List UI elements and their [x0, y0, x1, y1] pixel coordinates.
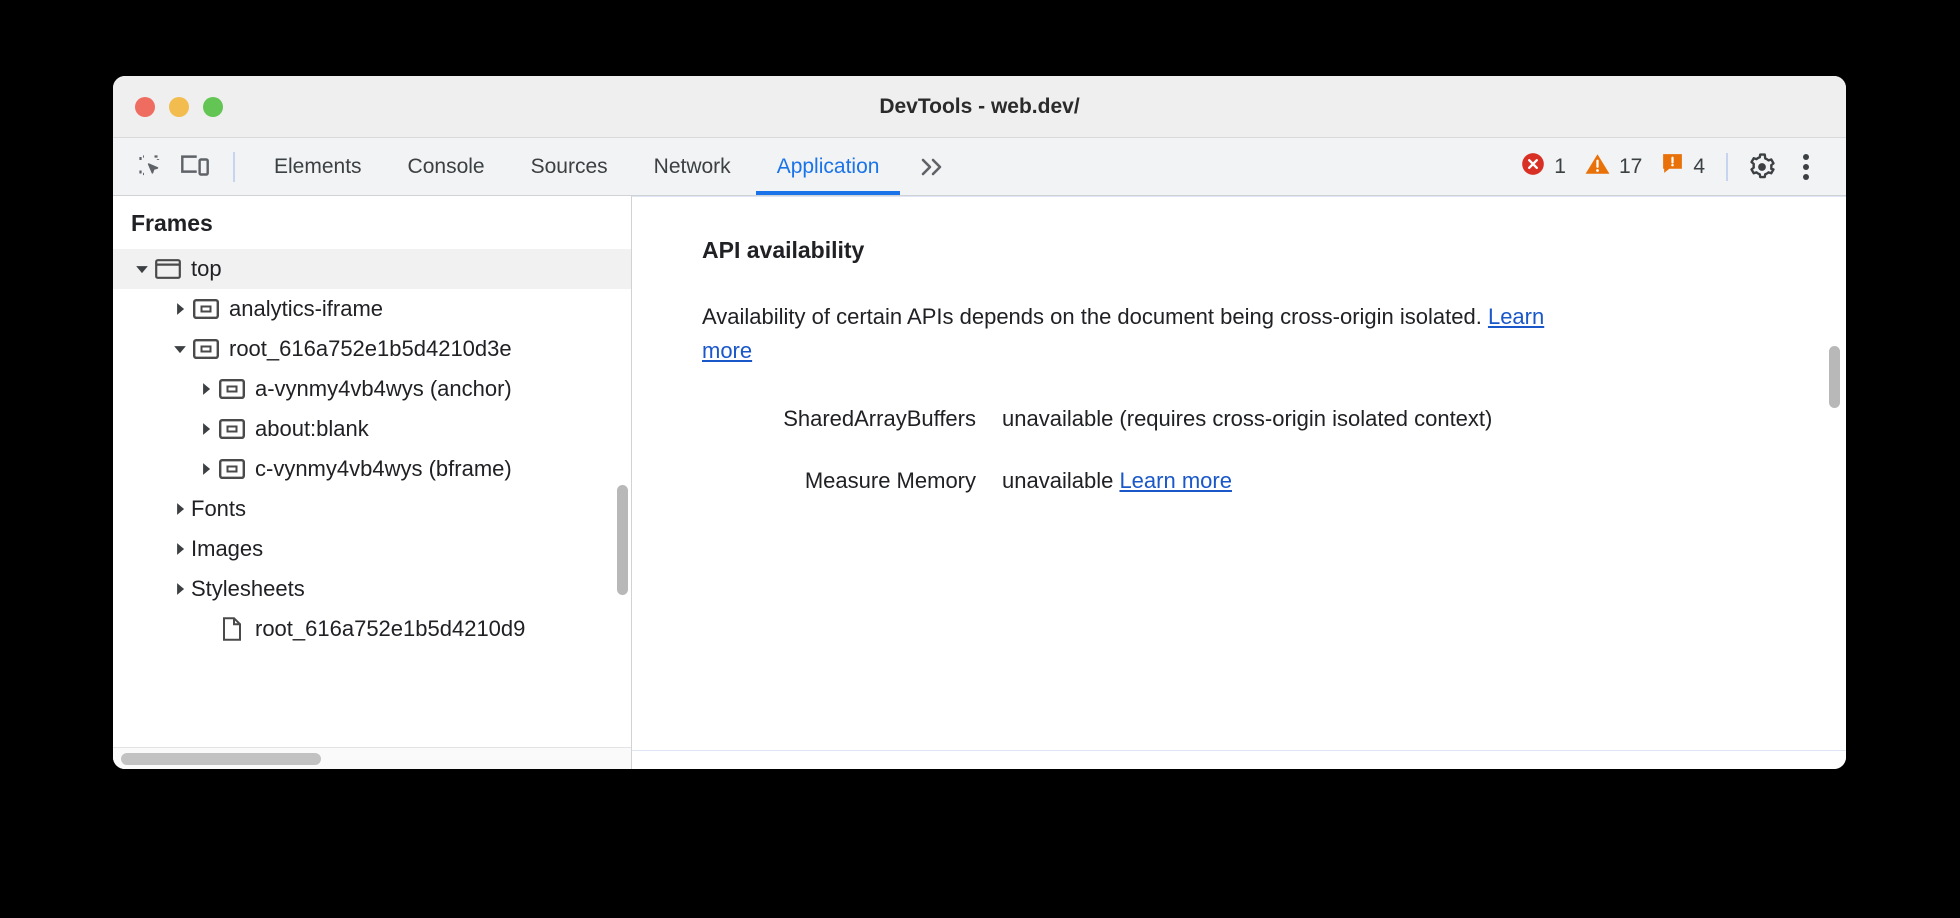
- tree-item-label: root_616a752e1b5d4210d9: [255, 616, 526, 641]
- tab-sources[interactable]: Sources: [530, 154, 608, 178]
- list-item: Measure Memory unavailable Learn more: [702, 464, 1846, 498]
- description-text: Availability of certain APIs depends on …: [702, 304, 1488, 329]
- tree-item-stylesheets[interactable]: Stylesheets: [113, 569, 631, 609]
- measure-memory-learn-more-link[interactable]: Learn more: [1119, 468, 1232, 494]
- api-availability-section: API availability Availability of certain…: [632, 197, 1846, 769]
- toolbar-right-group: 1 17: [1511, 145, 1846, 189]
- term-measure-memory: Measure Memory: [804, 468, 976, 494]
- tree-item-label: about:blank: [255, 416, 369, 441]
- inspect-element-icon[interactable]: [129, 145, 173, 189]
- iframe-icon: [217, 379, 247, 399]
- tree-item-images[interactable]: Images: [113, 529, 631, 569]
- tree-item-label: root_616a752e1b5d4210d3e: [229, 336, 512, 361]
- page-title: API availability: [702, 237, 865, 263]
- traffic-lights: [135, 96, 223, 117]
- tree-item-label: Fonts: [191, 496, 247, 521]
- maximize-window-button[interactable]: [203, 96, 223, 117]
- warning-counter[interactable]: 17: [1575, 151, 1651, 183]
- devtools-toolbar: Elements Console Sources Network Applica…: [113, 138, 1846, 196]
- value-measure-memory: unavailable Learn more: [1002, 464, 1532, 498]
- tree-item-label: Stylesheets: [191, 576, 305, 601]
- iframe-icon: [191, 339, 221, 359]
- sidebar-title: Frames: [131, 210, 213, 236]
- tab-application[interactable]: Application: [754, 138, 903, 195]
- chevron-down-icon[interactable]: [169, 342, 191, 356]
- tree-item-root-frame[interactable]: root_616a752e1b5d4210d3e: [113, 329, 631, 369]
- iframe-icon: [217, 459, 247, 479]
- minimize-window-button[interactable]: [169, 96, 189, 117]
- tree-item-a-vynmy4vb4wys[interactable]: a-vynmy4vb4wys (anchor): [113, 369, 631, 409]
- list-item: SharedArrayBuffers unavailable (requires…: [702, 402, 1846, 436]
- chevron-right-icon[interactable]: [195, 382, 217, 396]
- toolbar-divider: [233, 151, 235, 182]
- frames-tree: top analytics-iframe: [113, 249, 631, 769]
- api-availability-description: Availability of certain APIs depends on …: [702, 300, 1592, 368]
- iframe-icon: [217, 419, 247, 439]
- chevron-down-icon[interactable]: [131, 262, 153, 276]
- issue-count: 4: [1693, 154, 1705, 178]
- learn-more-link[interactable]: Learn more: [702, 304, 1545, 364]
- chevron-right-icon[interactable]: [169, 582, 191, 596]
- tree-item-about-blank[interactable]: about:blank: [113, 409, 631, 449]
- devtools-body: Frames top: [113, 196, 1846, 769]
- sidebar-horizontal-scrollbar-track: [113, 747, 631, 769]
- kebab-menu-icon[interactable]: [1784, 145, 1828, 189]
- devtools-window: DevTools - web.dev/ Elements Console Sou…: [113, 76, 1846, 769]
- error-circle-icon: [1520, 151, 1546, 183]
- issue-message-icon: [1660, 151, 1685, 182]
- close-window-button[interactable]: [135, 96, 155, 117]
- tree-item-analytics-iframe[interactable]: analytics-iframe: [113, 289, 631, 329]
- application-content-panel: API availability Availability of certain…: [632, 196, 1846, 769]
- tab-elements[interactable]: Elements: [274, 154, 362, 178]
- chevron-right-icon[interactable]: [169, 302, 191, 316]
- chevron-right-icon[interactable]: [169, 542, 191, 556]
- document-icon: [217, 617, 247, 641]
- frames-sidebar: Frames top: [113, 196, 632, 769]
- value-text: unavailable: [1002, 468, 1120, 494]
- iframe-icon: [191, 299, 221, 319]
- more-tabs-icon[interactable]: [902, 138, 960, 195]
- sidebar-vertical-scrollbar[interactable]: [617, 485, 628, 595]
- tree-item-label: a-vynmy4vb4wys (anchor): [255, 376, 512, 401]
- value-shared-array-buffers: unavailable (requires cross-origin isola…: [1002, 406, 1493, 432]
- api-availability-list: SharedArrayBuffers unavailable (requires…: [702, 402, 1846, 498]
- content-bottom-divider: [632, 750, 1846, 751]
- tree-item-fonts[interactable]: Fonts: [113, 489, 631, 529]
- warning-triangle-icon: [1584, 151, 1611, 183]
- chevron-right-icon[interactable]: [195, 422, 217, 436]
- chevron-right-icon[interactable]: [169, 502, 191, 516]
- content-top-divider: [632, 196, 1846, 197]
- frame-window-icon: [153, 259, 183, 279]
- panel-tabs: Elements Console Sources Network Applica…: [251, 138, 960, 195]
- tab-network[interactable]: Network: [653, 154, 731, 178]
- tree-item-label: Images: [191, 536, 264, 561]
- tree-item-c-vynmy4vb4wys[interactable]: c-vynmy4vb4wys (bframe): [113, 449, 631, 489]
- sidebar-horizontal-scrollbar[interactable]: [121, 753, 321, 765]
- tab-console[interactable]: Console: [407, 154, 485, 178]
- content-vertical-scrollbar[interactable]: [1829, 346, 1840, 408]
- term-shared-array-buffers: SharedArrayBuffers: [783, 406, 976, 432]
- tree-item-label: analytics-iframe: [229, 296, 384, 321]
- error-counter[interactable]: 1: [1511, 151, 1575, 183]
- window-title: DevTools - web.dev/: [879, 94, 1080, 118]
- tree-item-label: top: [191, 256, 222, 281]
- tree-item-root-document[interactable]: root_616a752e1b5d4210d9: [113, 609, 631, 649]
- tree-item-label: c-vynmy4vb4wys (bframe): [255, 456, 512, 481]
- error-count: 1: [1554, 154, 1566, 178]
- issue-counter[interactable]: 4: [1651, 151, 1714, 182]
- gear-icon[interactable]: [1740, 145, 1784, 189]
- tree-item-top[interactable]: top: [113, 249, 631, 289]
- warning-count: 17: [1618, 154, 1643, 178]
- device-toolbar-icon[interactable]: [173, 145, 217, 189]
- toolbar-divider-right: [1726, 152, 1728, 181]
- chevron-right-icon[interactable]: [195, 462, 217, 476]
- window-titlebar: DevTools - web.dev/: [113, 76, 1846, 138]
